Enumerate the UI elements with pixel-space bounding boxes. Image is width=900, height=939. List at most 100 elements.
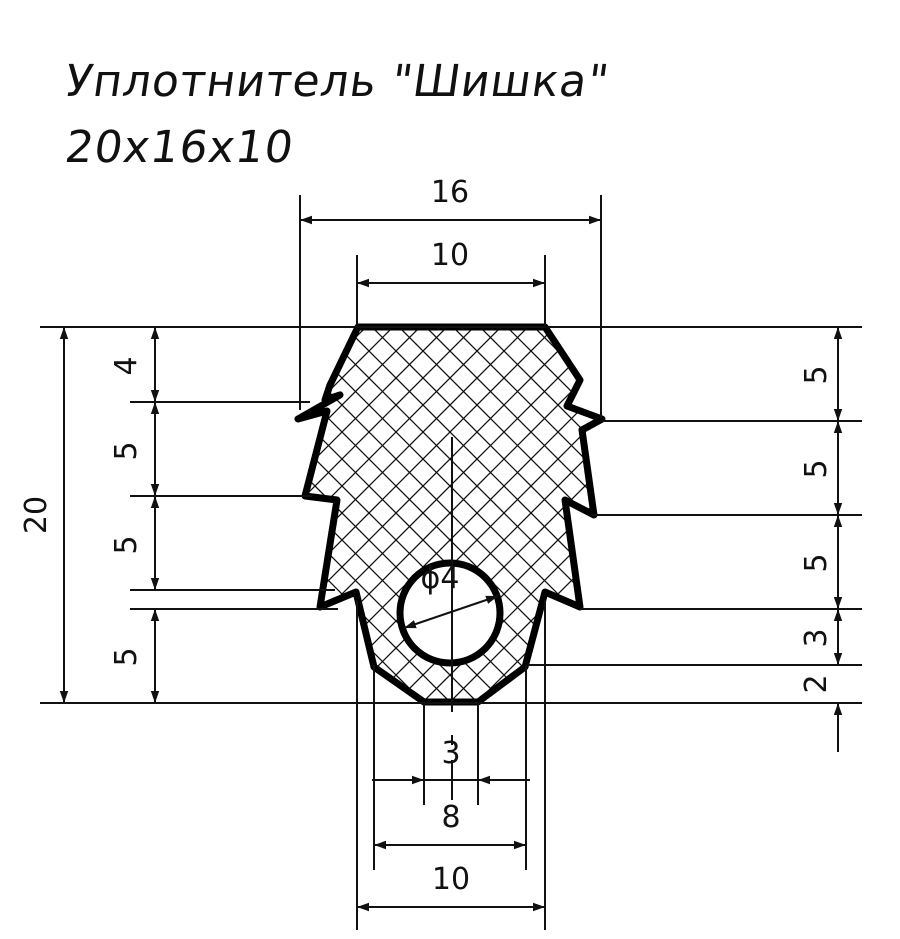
hatch-line bbox=[0, 0, 255, 939]
hatch-line bbox=[590, 327, 602, 702]
hatch-line bbox=[298, 327, 602, 702]
dim-label-10-bottom: 10 bbox=[432, 862, 470, 897]
hatch-line bbox=[693, 0, 900, 939]
dim-label-left-4: 4 bbox=[109, 356, 144, 375]
hatch-line bbox=[780, 0, 900, 939]
hatch-line bbox=[298, 327, 553, 702]
hatch-line bbox=[298, 327, 602, 702]
hatch-line bbox=[298, 327, 602, 702]
hatch-line bbox=[0, 0, 66, 939]
hatch-line bbox=[298, 327, 602, 702]
hatch-line bbox=[298, 327, 602, 702]
hatch-line bbox=[298, 327, 337, 702]
hatch-line bbox=[298, 327, 505, 702]
hatch-line bbox=[298, 327, 602, 702]
hatch-line bbox=[298, 327, 602, 702]
dim-label-hole: ϕ4 bbox=[421, 561, 460, 596]
hatch-line bbox=[298, 327, 602, 702]
hatch-line bbox=[861, 0, 900, 939]
hatch-line bbox=[298, 327, 602, 702]
hatch-line bbox=[298, 327, 602, 702]
hatch-line bbox=[298, 327, 602, 702]
hatch-line bbox=[0, 0, 201, 939]
hatch-line bbox=[0, 0, 99, 939]
hatch-line bbox=[476, 327, 602, 702]
hatch-line bbox=[0, 0, 18, 939]
dim-label-right-5b: 5 bbox=[799, 459, 834, 478]
hatch-line bbox=[298, 327, 559, 702]
hatch-line bbox=[639, 0, 900, 939]
hatch-line bbox=[584, 327, 602, 702]
hatch-line bbox=[298, 327, 478, 702]
hatch-line bbox=[298, 327, 602, 702]
dim-label-left-5b: 5 bbox=[109, 535, 144, 554]
hatch-line bbox=[645, 0, 900, 939]
hatch-line bbox=[666, 0, 900, 939]
hatch-line bbox=[298, 327, 602, 702]
hatch-line bbox=[0, 0, 228, 939]
hatch-line bbox=[298, 327, 418, 702]
dim-line-hole bbox=[403, 595, 499, 629]
hatch-line bbox=[0, 0, 147, 939]
hatch-line bbox=[557, 327, 602, 702]
hatch-line bbox=[298, 327, 451, 702]
hatch-line bbox=[298, 327, 602, 702]
dim-label-left-5a: 5 bbox=[109, 441, 144, 460]
hatch-line bbox=[298, 327, 602, 702]
dim-label-right-5a: 5 bbox=[799, 365, 834, 384]
hatch-line bbox=[298, 327, 602, 702]
hatch-line bbox=[0, 0, 120, 939]
hatch-line bbox=[298, 327, 526, 702]
hatch-line bbox=[298, 327, 316, 702]
hatch-line bbox=[298, 327, 602, 702]
dim-label-8: 8 bbox=[441, 800, 460, 835]
hatch-line bbox=[612, 0, 900, 939]
hatch-line bbox=[0, 0, 207, 939]
hatch-line bbox=[298, 327, 602, 702]
hatch-line bbox=[0, 0, 174, 939]
hatch-line bbox=[0, 0, 93, 939]
hatch-line bbox=[298, 327, 602, 702]
dim-label-16: 16 bbox=[431, 175, 469, 210]
hatch-line bbox=[298, 327, 472, 702]
hatch-line bbox=[0, 0, 234, 939]
hatch-line bbox=[618, 0, 900, 939]
hatch-line bbox=[0, 0, 261, 939]
hatch-line bbox=[298, 327, 445, 702]
hatch-line bbox=[298, 327, 602, 702]
hatch-line bbox=[298, 327, 602, 702]
hatch-line bbox=[298, 327, 580, 702]
hatch-line bbox=[0, 0, 72, 939]
hatch-line bbox=[298, 327, 397, 702]
hole-outline bbox=[396, 559, 504, 667]
hatch-line bbox=[563, 327, 602, 702]
hatch-line bbox=[298, 327, 602, 702]
hatch-line bbox=[298, 327, 343, 702]
hatch-line bbox=[298, 327, 602, 702]
hatch-line bbox=[672, 0, 900, 939]
hatch-line bbox=[882, 0, 900, 939]
dim-label-right-3: 3 bbox=[799, 628, 834, 647]
hatch-line bbox=[298, 327, 602, 702]
hatch-line bbox=[0, 0, 39, 939]
dim-label-right-5c: 5 bbox=[799, 553, 834, 572]
hatch-line bbox=[0, 0, 180, 939]
dim-label-20: 20 bbox=[19, 496, 54, 534]
hatch-line bbox=[298, 327, 602, 702]
dim-label-3-bottom: 3 bbox=[441, 736, 460, 771]
hatch-line bbox=[855, 0, 900, 939]
hatch-line bbox=[298, 327, 602, 702]
dim-label-10-top: 10 bbox=[431, 238, 469, 273]
hatch-line bbox=[503, 327, 602, 702]
hatch-line bbox=[298, 327, 602, 702]
hatch-line bbox=[0, 0, 288, 939]
hatch-line bbox=[298, 327, 602, 702]
